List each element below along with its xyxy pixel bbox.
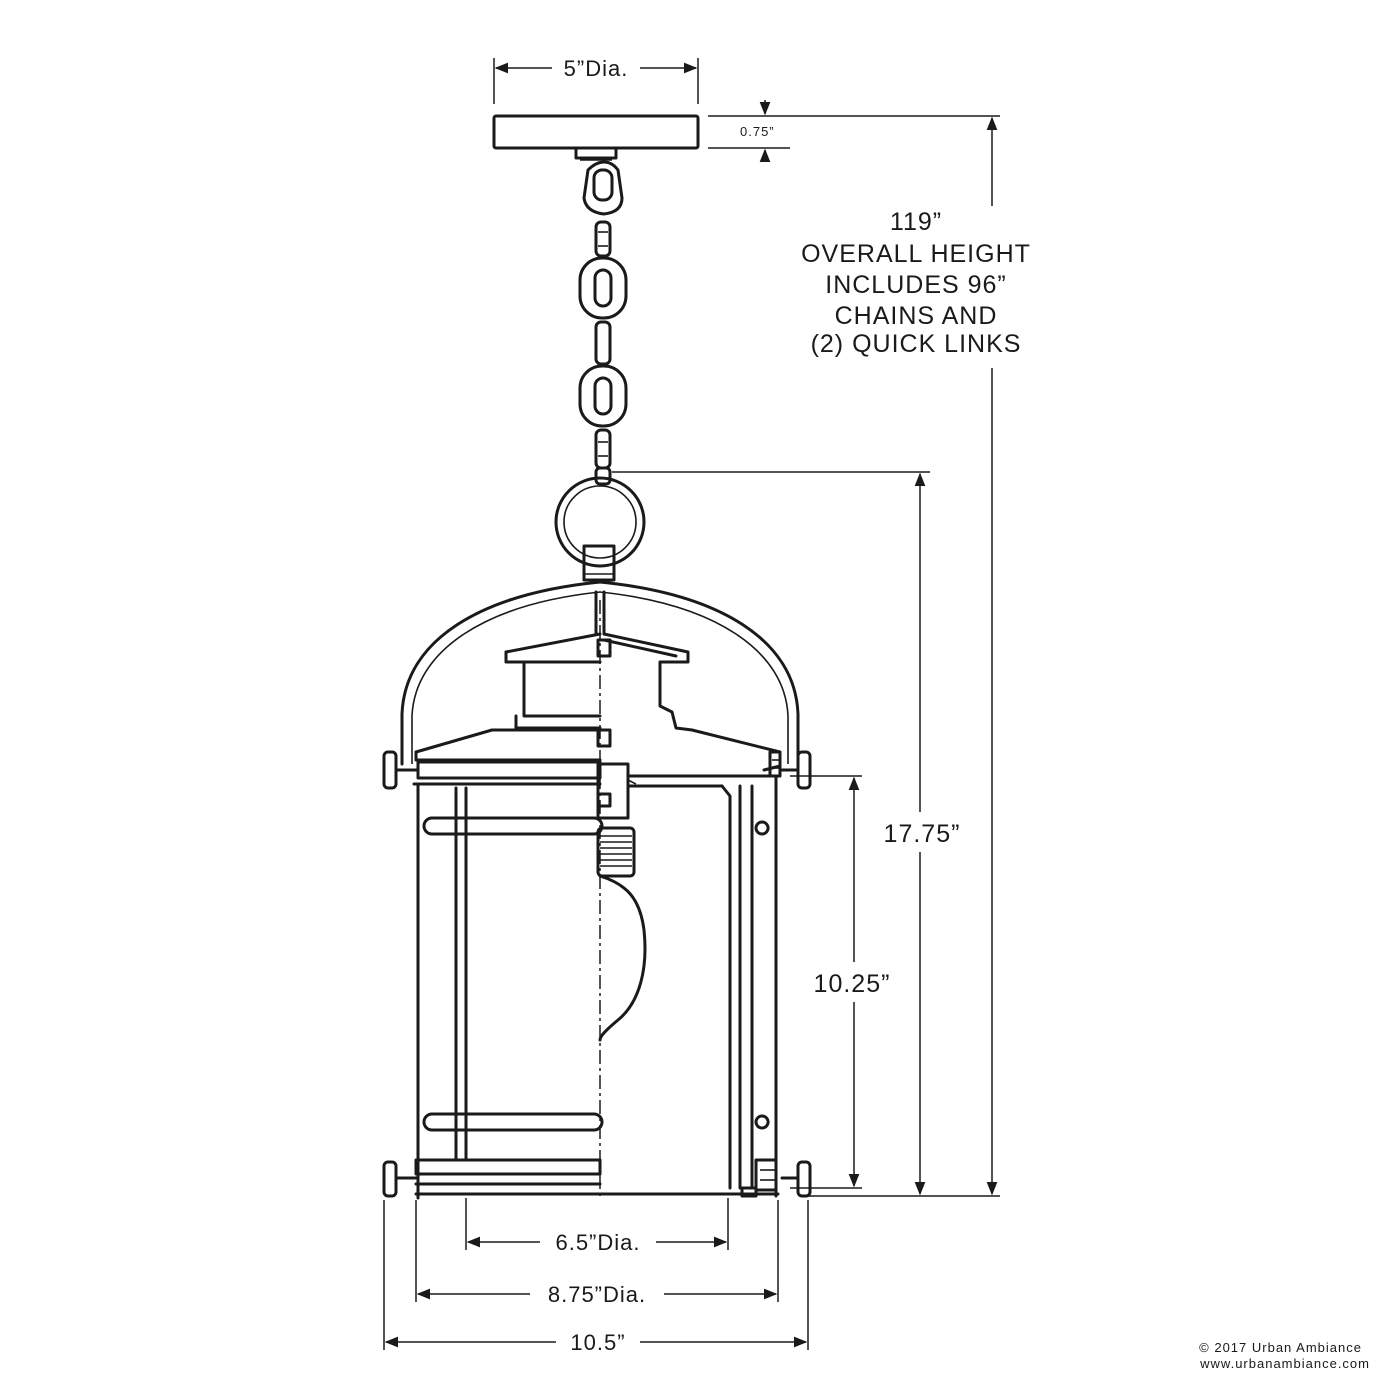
- glass-height-label: 10.25”: [814, 970, 891, 998]
- overall-height-label-1: 119”: [890, 208, 942, 236]
- overall-height-dimension: [800, 116, 1000, 1197]
- glass-diameter-label: 6.5”Dia.: [555, 1230, 640, 1255]
- lantern-body-section: [596, 762, 778, 1198]
- overall-height-label-2: OVERALL HEIGHT: [801, 240, 1031, 268]
- lantern-body-exterior: [414, 782, 780, 1200]
- chain: [578, 160, 628, 486]
- body-diameter-dimension: [415, 1200, 779, 1302]
- overall-width-label: 10.5”: [570, 1330, 625, 1355]
- canopy-diameter-label: 5”Dia.: [564, 56, 629, 81]
- website-text: www.urbanambiance.com: [1199, 1356, 1370, 1371]
- overall-height-label-3: INCLUDES 96”: [825, 271, 1007, 299]
- lantern-cap: [412, 590, 782, 786]
- glass-diameter-dimension: [465, 1198, 729, 1250]
- arch-handle: [382, 580, 812, 1198]
- canopy-height-dimension: [708, 100, 1000, 163]
- glass-height-dimension: [790, 775, 862, 1189]
- body-diameter-label: 8.75”Dia.: [548, 1282, 646, 1307]
- overall-height-label-5: (2) QUICK LINKS: [811, 330, 1022, 358]
- canopy-diameter-dimension: [493, 58, 699, 104]
- canopy-height-label: 0.75”: [740, 124, 775, 139]
- fixture-height-label: 17.75”: [884, 820, 961, 848]
- fixture-height-dimension: [612, 471, 930, 1196]
- overall-width-dimension: [383, 1200, 809, 1350]
- hanging-loop: [554, 476, 646, 582]
- overall-height-label-4: CHAINS AND: [835, 302, 998, 330]
- canopy: [492, 114, 700, 161]
- copyright-text: © 2017 Urban Ambiance: [1199, 1340, 1362, 1355]
